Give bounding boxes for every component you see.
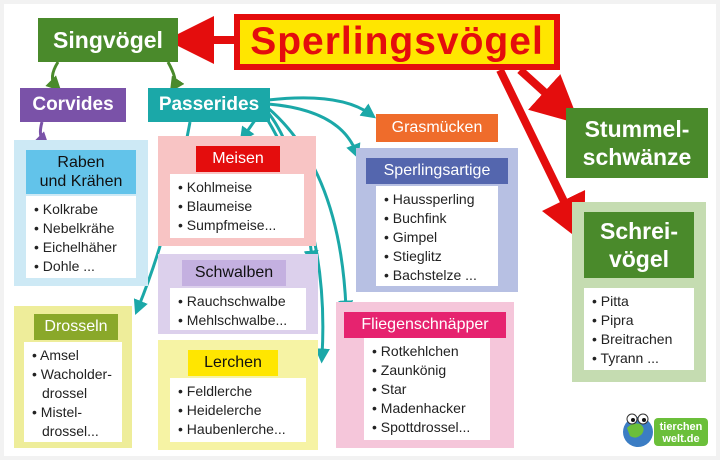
node-singvoegel: Singvögel: [38, 18, 178, 62]
list-item: drossel...: [42, 423, 99, 439]
list-item: • Kohlmeise: [178, 179, 253, 195]
header-schwalben: Schwalben: [182, 260, 286, 286]
node-schreivoegel-line2: vögel: [608, 246, 670, 272]
header-raben: Raben und Krähen: [26, 150, 136, 194]
list-item: • Gimpel: [384, 229, 438, 245]
node-stummelschwaenze-line2: schwänze: [582, 144, 692, 170]
list-item: • Wacholder-: [32, 366, 112, 382]
header-sperlingsartige: Sperlingsartige: [366, 158, 508, 184]
list-lerchen: • Feldlerche • Heidelerche • Haubenlerch…: [170, 378, 306, 442]
header-meisen-label: Meisen: [212, 150, 264, 167]
list-item: • Stieglitz: [384, 248, 442, 264]
header-drosseln: Drosseln: [34, 314, 118, 340]
list-raben: • Kolkrabe • Nebelkrähe • Eichelhäher • …: [26, 196, 136, 278]
list-item: • Madenhacker: [372, 400, 466, 416]
header-lerchen-label: Lerchen: [204, 354, 262, 371]
list-schwalben: • Rauchschwalbe • Mehlschwalbe...: [170, 288, 306, 330]
list-item: • Haussperling: [384, 191, 475, 207]
page-title: Sperlingsvögel: [250, 20, 544, 63]
header-fliegenschnaepper-label: Fliegenschnäpper: [361, 316, 489, 333]
list-item: • Tyrann ...: [592, 350, 659, 366]
list-item: • Pipra: [592, 312, 634, 328]
list-item: • Bachstelze ...: [384, 267, 477, 283]
node-passerides: Passerides: [148, 88, 270, 122]
list-item: • Rotkehlchen: [372, 343, 459, 359]
list-item: • Breitrachen: [592, 331, 673, 347]
node-stummelschwaenze: Stummel- schwänze: [566, 108, 708, 178]
list-item: • Rauchschwalbe: [178, 293, 286, 309]
list-item: drossel: [42, 385, 88, 401]
list-item: • Blaumeise: [178, 198, 253, 214]
list-item: • Feldlerche: [178, 383, 253, 399]
list-item: • Heidelerche: [178, 402, 262, 418]
node-grasmuecken: Grasmücken: [376, 114, 498, 142]
list-item: • Zaunkönig: [372, 362, 447, 378]
list-item: • Pitta: [592, 293, 629, 309]
title-banner-inner: Sperlingsvögel: [240, 20, 554, 64]
list-item: • Star: [372, 381, 407, 397]
list-item: • Buchfink: [384, 210, 447, 226]
header-drosseln-label: Drosseln: [44, 318, 108, 335]
list-item: • Kolkrabe: [34, 201, 99, 217]
node-corvides: Corvides: [20, 88, 126, 122]
header-sperlingsartige-label: Sperlingsartige: [383, 162, 491, 179]
list-item: • Eichelhäher: [34, 239, 117, 255]
node-schreivoegel-line1: Schrei-: [600, 218, 678, 244]
node-passerides-label: Passerides: [158, 94, 260, 115]
list-item: • Amsel: [32, 347, 79, 363]
header-fliegenschnaepper: Fliegenschnäpper: [344, 312, 506, 338]
list-item: • Sumpfmeise...: [178, 217, 277, 233]
logo-line2: welt.de: [661, 433, 699, 445]
list-item: • Haubenlerche...: [178, 421, 286, 437]
header-raben-line2: und Krähen: [39, 173, 123, 190]
list-item: • Dohle ...: [34, 258, 95, 274]
list-item: • Nebelkrähe: [34, 220, 115, 236]
list-sperlingsartige: • Haussperling • Buchfink • Gimpel • Sti…: [376, 186, 498, 286]
list-schreivoegel: • Pitta • Pipra • Breitrachen • Tyrann .…: [584, 288, 694, 370]
node-grasmuecken-label: Grasmücken: [391, 119, 483, 136]
list-item: • Spottdrossel...: [372, 419, 471, 435]
list-item: • Mehlschwalbe...: [178, 312, 288, 328]
node-stummelschwaenze-line1: Stummel-: [584, 116, 690, 142]
header-meisen: Meisen: [196, 146, 280, 172]
title-banner: Sperlingsvögel: [234, 14, 560, 70]
list-item: • Mistel-: [32, 404, 83, 420]
node-schreivoegel: Schrei- vögel: [584, 212, 694, 278]
logo-line1: tierchen: [660, 421, 703, 433]
header-raben-line1: Raben: [57, 154, 105, 171]
header-schwalben-label: Schwalben: [194, 264, 274, 281]
logo-globe-icon: tierchen welt.de: [623, 413, 708, 447]
list-drosseln: • Amsel • Wacholder- drossel • Mistel- d…: [24, 342, 122, 442]
node-singvoegel-label: Singvögel: [53, 26, 163, 53]
list-fliegenschnaepper: • Rotkehlchen • Zaunkönig • Star • Maden…: [364, 338, 490, 440]
tierchenwelt-logo: tierchen welt.de: [618, 410, 710, 450]
list-meisen: • Kohlmeise • Blaumeise • Sumpfmeise...: [170, 174, 304, 238]
header-lerchen: Lerchen: [188, 350, 278, 376]
node-corvides-label: Corvides: [32, 94, 114, 115]
